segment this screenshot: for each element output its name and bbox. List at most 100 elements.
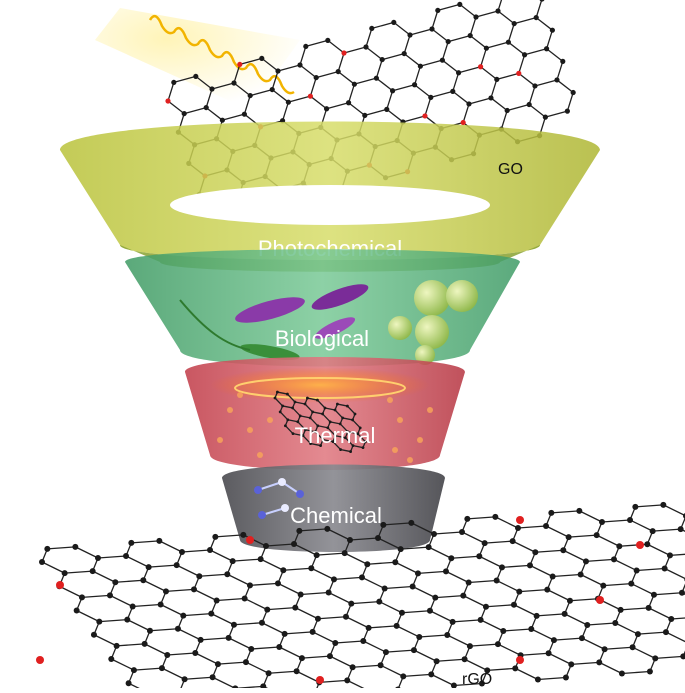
bond	[271, 89, 289, 103]
bond	[317, 425, 328, 429]
carbon-atom	[433, 658, 440, 665]
carbon-atom	[179, 549, 185, 555]
carbon-atom	[633, 567, 640, 574]
bond	[579, 510, 603, 523]
carbon-atom	[39, 559, 45, 565]
bond	[400, 546, 429, 550]
bond	[480, 66, 498, 80]
bond	[115, 579, 144, 583]
carbon-atom	[333, 408, 337, 412]
carbon-atom	[180, 612, 187, 619]
bond	[279, 411, 289, 421]
carbon-atom	[303, 428, 307, 432]
bond	[546, 48, 564, 62]
bond	[161, 667, 185, 680]
bond	[316, 399, 326, 409]
carbon-atom	[389, 88, 396, 94]
molecule-icon	[254, 478, 304, 519]
carbon-atom	[229, 558, 236, 565]
carbon-atom	[610, 556, 617, 563]
carbon-atom	[375, 535, 381, 541]
bond	[665, 631, 685, 643]
carbon-atom	[324, 525, 331, 532]
bond	[144, 643, 168, 656]
bond	[524, 48, 547, 56]
carbon-atom	[298, 655, 305, 662]
bond	[529, 564, 553, 578]
carbon-atom	[260, 683, 267, 690]
oxygen-atom	[596, 596, 604, 604]
bond	[322, 413, 331, 423]
carbon-atom	[504, 107, 510, 114]
carbon-atom	[298, 414, 302, 418]
carbon-atom	[432, 594, 439, 601]
carbon-atom	[259, 55, 265, 62]
carbon-atom	[398, 609, 405, 616]
bond	[420, 59, 443, 67]
carbon-atom	[526, 562, 533, 569]
carbon-atom	[78, 594, 85, 601]
carbon-atom	[164, 651, 171, 658]
bond	[125, 555, 149, 568]
bond	[167, 100, 185, 115]
bond	[386, 108, 404, 123]
bond	[239, 57, 262, 66]
bond	[413, 65, 422, 85]
bond	[409, 28, 433, 36]
bond	[59, 585, 83, 598]
carbon-atom	[193, 73, 199, 80]
bond	[566, 92, 574, 112]
bond	[309, 95, 327, 110]
thermal-stage-band	[185, 357, 465, 470]
carbon-atom	[428, 671, 435, 678]
carbon-atom	[680, 653, 685, 660]
bond	[193, 588, 217, 602]
carbon-atom	[568, 661, 575, 668]
carbon-atom	[596, 659, 603, 666]
carbon-atom	[296, 527, 303, 534]
bond	[671, 617, 685, 620]
carbon-atom	[90, 631, 97, 638]
carbon-atom	[570, 89, 576, 96]
bond	[377, 537, 401, 550]
bond	[429, 610, 453, 623]
bond	[344, 437, 354, 447]
carbon-atom	[482, 603, 489, 610]
bond	[245, 661, 269, 674]
carbon-atom	[348, 600, 355, 607]
bond	[194, 652, 219, 665]
carbon-atom	[257, 556, 264, 563]
carbon-atom	[627, 517, 633, 523]
carbon-atom	[123, 553, 129, 559]
carbon-atom	[330, 576, 337, 583]
bond	[497, 10, 515, 25]
carbon-atom	[660, 501, 667, 508]
carbon-atom	[246, 582, 253, 589]
heat-bubble	[427, 407, 433, 413]
carbon-atom	[316, 398, 319, 402]
carbon-atom	[582, 558, 589, 565]
bond	[329, 655, 353, 668]
bond	[339, 423, 349, 433]
heat-bubble	[387, 397, 393, 403]
bond	[327, 528, 351, 541]
bond	[652, 528, 681, 532]
bond	[110, 658, 135, 671]
bond	[395, 561, 419, 574]
bond	[305, 39, 328, 48]
bond	[680, 528, 685, 532]
bond	[631, 583, 655, 596]
bond	[452, 90, 470, 105]
carbon-atom	[578, 635, 585, 642]
carbon-atom	[500, 627, 507, 634]
bond	[352, 445, 364, 449]
bond	[424, 97, 432, 117]
carbon-atom	[281, 630, 288, 637]
carbon-atom	[241, 595, 248, 602]
carbon-atom	[326, 426, 330, 430]
oxygen-atom	[237, 61, 243, 68]
carbon-atom	[338, 422, 342, 426]
carbon-atom	[401, 50, 407, 57]
bond	[41, 561, 65, 574]
carbon-atom	[407, 32, 413, 38]
